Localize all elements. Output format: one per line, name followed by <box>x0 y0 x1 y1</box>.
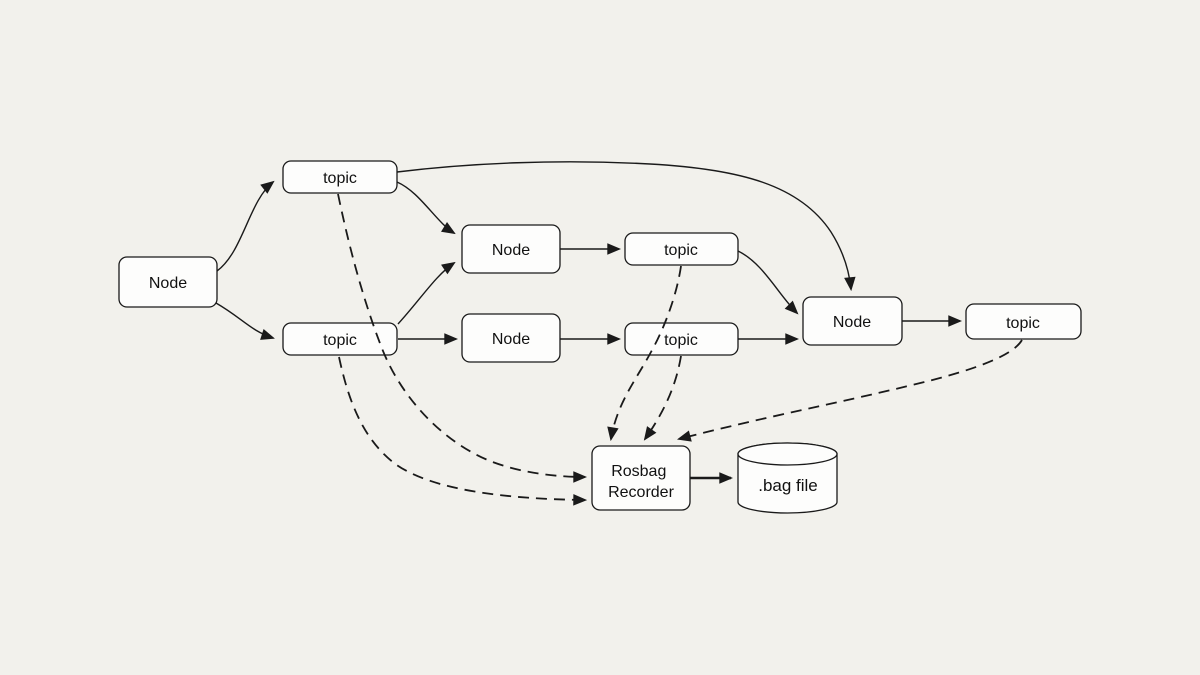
topic-3-box: topic <box>624 232 739 266</box>
node-2-label: Node <box>492 242 530 259</box>
edge-topic4-rosbag-dashed <box>645 355 682 439</box>
rosbag-recorder-label: Rosbag Recorder <box>608 463 674 501</box>
edge-topic5-rosbag-dashed <box>679 339 1023 439</box>
node-4-label: Node <box>833 314 871 331</box>
topic-2-label: topic <box>323 332 357 349</box>
edge-topic3-node4 <box>737 250 797 313</box>
edge-node1-topic1 <box>216 182 273 272</box>
node-2-box: Node <box>461 224 561 274</box>
topic-1-box: topic <box>282 160 398 194</box>
edge-topic1-node2 <box>396 181 454 233</box>
node-1-label: Node <box>149 275 187 292</box>
rosbag-recorder-box: Rosbag Recorder <box>591 445 691 511</box>
edge-topic3-rosbag-dashed <box>611 265 682 439</box>
edge-topic2-rosbag-dashed <box>338 356 585 500</box>
topic-4-label: topic <box>664 332 698 349</box>
node-4-box: Node <box>802 296 903 346</box>
topic-3-label: topic <box>664 242 698 259</box>
edge-topic1-node4 <box>396 161 851 289</box>
edge-topic1-rosbag-dashed <box>337 193 585 477</box>
topic-1-label: topic <box>323 170 357 187</box>
node-1-box: Node <box>118 256 218 308</box>
topic-2-box: topic <box>282 322 398 356</box>
edge-topic2-node2 <box>397 263 454 325</box>
bag-file-cylinder: .bag file <box>737 442 838 514</box>
bag-file-label: .bag file <box>758 476 818 495</box>
topic-4-box: topic <box>624 322 739 356</box>
topic-5-box: topic <box>965 303 1082 340</box>
topic-5-label: topic <box>1006 315 1040 332</box>
node-3-box: Node <box>461 313 561 363</box>
edge-node1-topic2 <box>215 302 273 338</box>
node-3-label: Node <box>492 331 530 348</box>
